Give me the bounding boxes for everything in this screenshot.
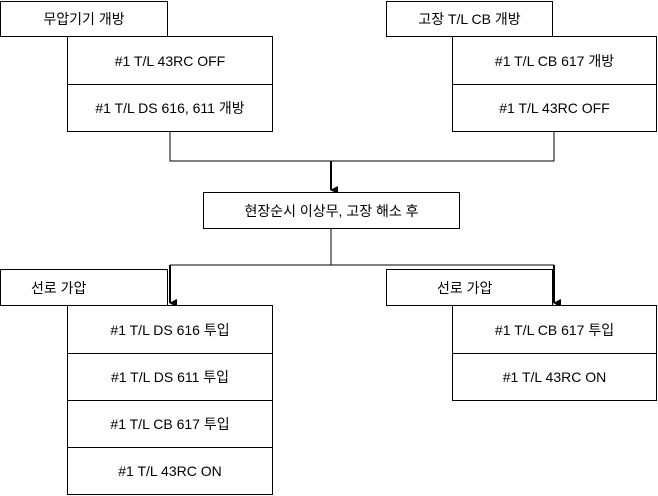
bottom-right-step-2: #1 T/L 43RC ON — [452, 353, 657, 401]
bottom-left-step-4: #1 T/L 43RC ON — [67, 447, 273, 495]
connector-right-to-merge — [331, 131, 555, 162]
bottom-left-title: 선로 가압 — [0, 269, 168, 306]
right-step-1: #1 T/L CB 617 개방 — [452, 36, 657, 85]
left-branch-title: 무압기기 개방 — [0, 1, 168, 37]
right-branch-title: 고장 T/L CB 개방 — [386, 1, 553, 37]
left-step-1: #1 T/L 43RC OFF — [67, 36, 273, 85]
bottom-right-title: 선로 가압 — [386, 269, 553, 306]
bottom-left-step-2: #1 T/L DS 611 투입 — [67, 353, 273, 401]
bottom-right-step-1: #1 T/L CB 617 투입 — [452, 305, 657, 354]
right-step-2: #1 T/L 43RC OFF — [452, 84, 657, 132]
bottom-left-step-1: #1 T/L DS 616 투입 — [67, 305, 273, 354]
left-step-2: #1 T/L DS 616, 611 개방 — [67, 84, 273, 132]
merge-step: 현장순시 이상무, 고장 해소 후 — [203, 192, 460, 229]
bottom-left-step-3: #1 T/L CB 617 투입 — [67, 400, 273, 448]
connector-left-to-merge — [169, 131, 331, 162]
